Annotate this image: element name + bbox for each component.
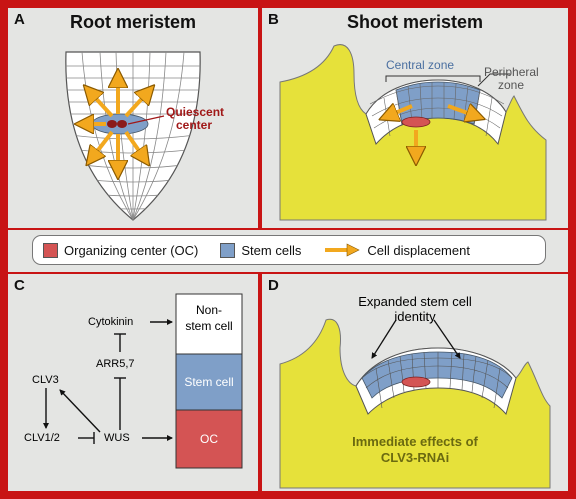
organizing-center-d xyxy=(401,376,431,388)
stem-cell-bar xyxy=(175,353,243,411)
peripheral-zone-label: Peripheral zone xyxy=(484,66,539,92)
expanded-label-line1: Expanded stem cell xyxy=(358,294,472,309)
stem-cells-swatch xyxy=(220,242,236,258)
nonstem-label-line2: stem cell xyxy=(185,319,233,333)
panel-letter-a: A xyxy=(14,11,25,28)
effects-label: Immediate effects of CLV3-RNAi xyxy=(262,434,568,466)
nonstem-label: Non- stem cell xyxy=(176,302,242,334)
peripheral-label-line1: Peripheral xyxy=(484,65,539,79)
network-edges xyxy=(43,319,173,444)
expanded-identity-label: Expanded stem cell identity xyxy=(262,294,568,324)
identity-pointers xyxy=(371,319,461,359)
wus-to-clv3 xyxy=(59,389,101,433)
quiescent-center-label: Quiescent center xyxy=(166,106,224,132)
peripheral-label-line2: zone xyxy=(498,78,525,92)
arrow-left xyxy=(388,106,413,116)
panel-letter-c: C xyxy=(14,277,25,294)
legend-cell-displacement: Cell displacement xyxy=(367,242,470,258)
quiescent-label-line1: Quiescent xyxy=(166,105,225,119)
arr-label: ARR5,7 xyxy=(96,358,135,370)
root-displacement-arrows xyxy=(84,78,148,170)
expanded-cell-lines xyxy=(361,351,513,409)
legend-organizing-center: Organizing center (OC) xyxy=(64,242,199,258)
panel-b-shoot-meristem: B Shoot meristem Central zone Peripheral… xyxy=(262,8,568,228)
oc-label: OC xyxy=(200,432,218,446)
nonstem-label-line1: Non- xyxy=(195,303,222,317)
quiescent-cell-right xyxy=(117,120,127,128)
legend-stem-cells: Stem cells xyxy=(241,242,302,258)
panel-letter-b: B xyxy=(268,11,279,28)
legend: Organizing center (OC) Stem cells Cell d… xyxy=(8,230,568,272)
peripheral-zone-bracket xyxy=(477,73,510,87)
organizing-center xyxy=(401,116,431,128)
stem-cell-label: Stem cell xyxy=(184,375,234,389)
arrow-up-left xyxy=(90,92,114,118)
panel-letter-d: D xyxy=(268,277,279,294)
shoot-displacement-arrows xyxy=(388,106,476,156)
central-zone-label: Central zone xyxy=(386,58,455,72)
panel-d-clv3-rnai: D Expanded stem cell identity Immediate … xyxy=(262,274,568,491)
panel-c-regulatory-network: C Cytokinin ARR5,7 CLV3 CLV1/2 WUS Non- … xyxy=(8,274,258,491)
quiescent-label-line2: center xyxy=(176,118,213,132)
arrow-right xyxy=(447,106,476,116)
nonstem-bar xyxy=(175,293,243,355)
clv12-label: CLV1/2 xyxy=(24,432,60,444)
shoot-meristem-title: Shoot meristem xyxy=(346,12,484,32)
shoot-meristem-drawing xyxy=(279,44,547,221)
regulatory-network-drawing xyxy=(43,293,243,469)
wus-label: WUS xyxy=(104,432,130,444)
quiescent-cell-left xyxy=(107,120,117,128)
oc-bar xyxy=(175,409,243,469)
effects-label-line2: CLV3-RNAi xyxy=(380,450,450,465)
arrow-up-right xyxy=(124,92,148,118)
root-meristem-drawing xyxy=(65,51,201,221)
panel-a-root-meristem: A Root meristem Quiescent center xyxy=(8,8,258,228)
quiescent-pointer xyxy=(127,115,165,125)
arrow-down-left xyxy=(92,130,114,158)
cytokinin-label: Cytokinin xyxy=(88,316,134,328)
cell-displacement-arrow-icon xyxy=(325,243,361,257)
effects-label-line1: Immediate effects of xyxy=(352,434,478,449)
root-meristem-title: Root meristem xyxy=(69,12,197,32)
clv3-label: CLV3 xyxy=(32,374,59,386)
expanded-label-line2: identity xyxy=(394,309,436,324)
zone-bars xyxy=(175,293,243,469)
pointer-left xyxy=(371,319,397,359)
legend-box: Organizing center (OC) Stem cells Cell d… xyxy=(32,235,546,265)
expanded-meristem-drawing xyxy=(279,318,551,489)
organizing-center-swatch xyxy=(43,242,58,258)
arrow-down-right xyxy=(124,130,144,158)
pointer-right xyxy=(433,319,461,359)
central-zone-bracket xyxy=(385,75,481,82)
